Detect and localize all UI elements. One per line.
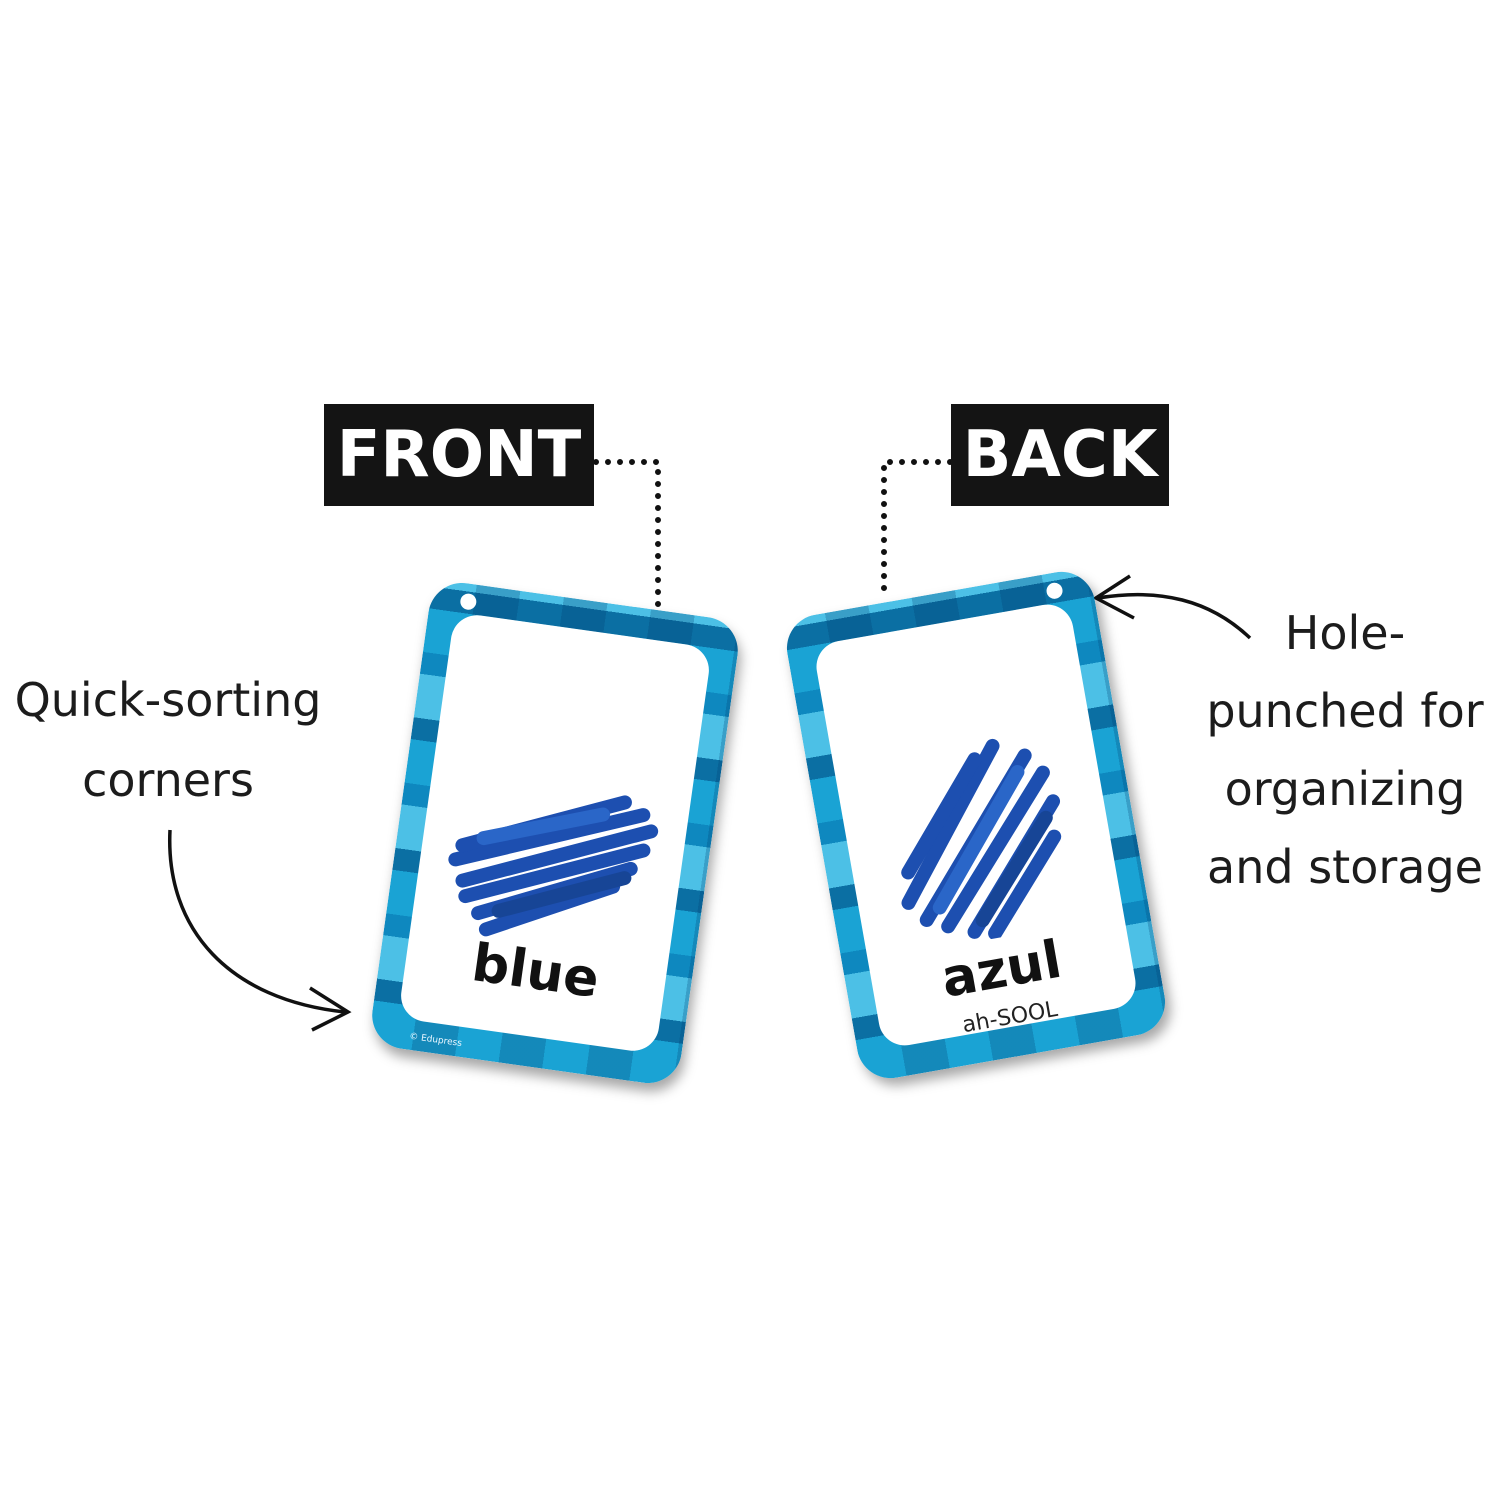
back-card-face: azul ah-SOOL [812, 600, 1140, 1050]
copyright-text: © Edupress [408, 1031, 463, 1050]
back-dotted-connector [881, 459, 953, 603]
hole-punched-caption: Hole- punched for organizing and storage [1206, 606, 1484, 894]
corners-arrow [168, 829, 346, 1014]
front-card: blue © Edupress [367, 578, 743, 1088]
punch-hole [459, 592, 478, 611]
blue-paint-swatch [448, 795, 659, 937]
blue-paint-swatch [901, 738, 1062, 941]
front-dotted-connector [593, 459, 661, 611]
hole-arrowhead [1092, 574, 1135, 620]
front-card-face: blue [397, 611, 713, 1055]
hole-arrow [1097, 592, 1252, 640]
corners-arrowhead [309, 986, 352, 1032]
back-label: BACK [951, 404, 1169, 506]
punch-hole [1045, 581, 1064, 601]
front-label: FRONT [324, 404, 594, 506]
quick-sorting-caption: Quick-sorting corners [14, 673, 322, 807]
back-card: azul ah-SOOL [781, 566, 1171, 1084]
